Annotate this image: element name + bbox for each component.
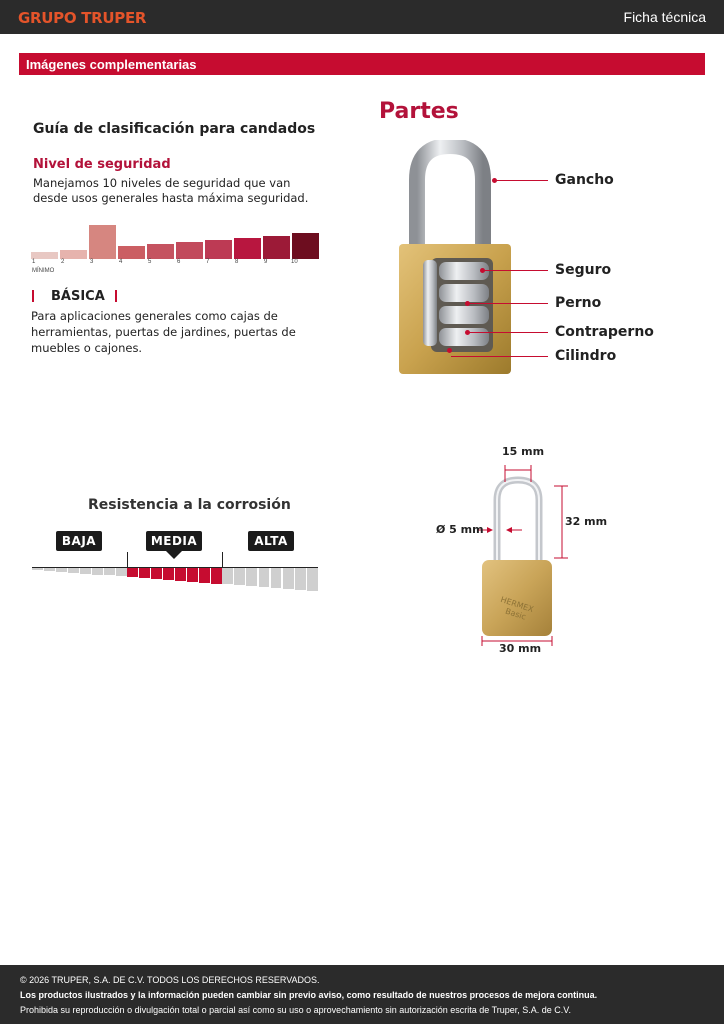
level-min-label: MÍNIMO bbox=[32, 268, 55, 274]
level-number: 7 bbox=[206, 259, 210, 265]
corrosion-segment bbox=[258, 568, 270, 588]
corrosion-segment bbox=[295, 568, 306, 590]
contraperno-leader-line bbox=[469, 332, 548, 333]
corrosion-segment bbox=[270, 568, 282, 588]
corrosion-divider bbox=[222, 552, 223, 568]
corrosion-divider bbox=[127, 552, 128, 568]
corrosion-segment bbox=[187, 568, 198, 582]
corrosion-segment bbox=[104, 568, 115, 576]
corrosion-segment bbox=[234, 568, 245, 586]
part-label-contraperno: Contraperno bbox=[555, 324, 654, 340]
corrosion-segment bbox=[307, 568, 318, 591]
part-label-cilindro: Cilindro bbox=[555, 348, 617, 364]
parts-title: Partes bbox=[379, 99, 459, 124]
corrosion-medium-tag: MEDIA bbox=[146, 531, 202, 551]
corrosion-segment bbox=[211, 568, 222, 584]
corrosion-segment bbox=[44, 568, 55, 571]
corrosion-segment bbox=[175, 568, 186, 581]
part-label-seguro: Seguro bbox=[555, 262, 612, 278]
security-level-bars bbox=[31, 219, 321, 259]
level-number: 2 bbox=[61, 259, 65, 265]
corrosion-segment bbox=[151, 568, 162, 579]
footer-rights: Prohibida su reproducción o divulgación … bbox=[20, 1005, 571, 1015]
gancho-leader-line bbox=[496, 180, 548, 181]
body-width-label: 30 mm bbox=[499, 642, 542, 655]
level-number: 9 bbox=[264, 259, 268, 265]
corrosion-title: Resistencia a la corrosión bbox=[88, 497, 291, 513]
corrosion-segment bbox=[92, 568, 103, 575]
corrosion-segment bbox=[116, 568, 127, 577]
level-bar bbox=[60, 250, 87, 259]
level-description: Para aplicaciones generales como cajas d… bbox=[31, 309, 296, 355]
footer: © 2026 TRUPER, S.A. DE C.V. TODOS LOS DE… bbox=[0, 965, 724, 1024]
level-number: 8 bbox=[235, 259, 239, 265]
level-name-marker-left bbox=[32, 290, 34, 302]
level-bar bbox=[234, 238, 261, 259]
corrosion-segment bbox=[222, 568, 233, 585]
corrosion-segment bbox=[56, 568, 67, 572]
combination-padlock-illustration bbox=[399, 140, 511, 374]
level-name-marker-right bbox=[115, 290, 117, 302]
corrosion-selected-arrow bbox=[166, 551, 182, 559]
level-number: 1 bbox=[32, 259, 36, 265]
level-number: 5 bbox=[148, 259, 152, 265]
level-number: 10 bbox=[291, 259, 298, 265]
part-label-perno: Perno bbox=[555, 295, 602, 311]
corrosion-segment bbox=[139, 568, 150, 579]
level-bar bbox=[176, 242, 203, 259]
contraperno-pointer bbox=[465, 330, 470, 335]
part-label-gancho: Gancho bbox=[555, 172, 614, 188]
cilindro-pointer bbox=[447, 348, 452, 353]
corrosion-segment bbox=[199, 568, 210, 583]
level-name: BÁSICA bbox=[51, 289, 105, 304]
sheet-label: Ficha técnica bbox=[623, 9, 706, 25]
level-bar bbox=[263, 236, 290, 259]
security-level-title: Nivel de seguridad bbox=[33, 157, 171, 172]
top-bar: GRUPO TRUPER Ficha técnica bbox=[0, 0, 724, 34]
perno-leader-line bbox=[469, 303, 548, 304]
corrosion-segment bbox=[163, 568, 174, 580]
security-level-description: Manejamos 10 niveles de seguridad que va… bbox=[33, 176, 309, 205]
seguro-leader-line bbox=[484, 270, 548, 271]
classification-title: Guía de clasificación para candados bbox=[33, 121, 316, 137]
corrosion-axis bbox=[32, 567, 318, 568]
level-bar bbox=[118, 246, 145, 259]
shackle-height-label: 32 mm bbox=[565, 515, 608, 528]
section-header: Imágenes complementarias bbox=[19, 53, 705, 75]
padlock-dimensions-illustration: HERMEX Basic bbox=[477, 465, 568, 646]
section-title: Imágenes complementarias bbox=[26, 57, 197, 72]
shackle-diameter-label: Ø 5 mm bbox=[436, 523, 484, 536]
corrosion-segment bbox=[80, 568, 91, 574]
corrosion-high-tag: ALTA bbox=[248, 531, 294, 551]
level-number: 4 bbox=[119, 259, 123, 265]
level-bar bbox=[292, 233, 319, 259]
corrosion-segment bbox=[127, 568, 138, 578]
corrosion-low-tag: BAJA bbox=[56, 531, 102, 551]
shackle-width-label: 15 mm bbox=[502, 445, 545, 458]
level-number: 6 bbox=[177, 259, 181, 265]
level-bar bbox=[89, 225, 116, 259]
perno-pointer bbox=[465, 301, 470, 306]
level-number: 3 bbox=[90, 259, 94, 265]
brand-logo: GRUPO TRUPER bbox=[18, 9, 147, 27]
footer-copyright: © 2026 TRUPER, S.A. DE C.V. TODOS LOS DE… bbox=[20, 975, 320, 985]
corrosion-segment bbox=[32, 568, 43, 570]
corrosion-segment bbox=[282, 568, 294, 589]
corrosion-segment bbox=[246, 568, 258, 587]
cilindro-leader-line bbox=[451, 356, 548, 357]
seguro-pointer bbox=[480, 268, 485, 273]
gancho-pointer bbox=[492, 178, 497, 183]
footer-notice: Los productos ilustrados y la informació… bbox=[20, 990, 598, 1000]
corrosion-segment bbox=[68, 568, 79, 573]
level-bar bbox=[147, 244, 174, 259]
level-bar bbox=[205, 240, 232, 259]
level-bar bbox=[31, 252, 58, 259]
